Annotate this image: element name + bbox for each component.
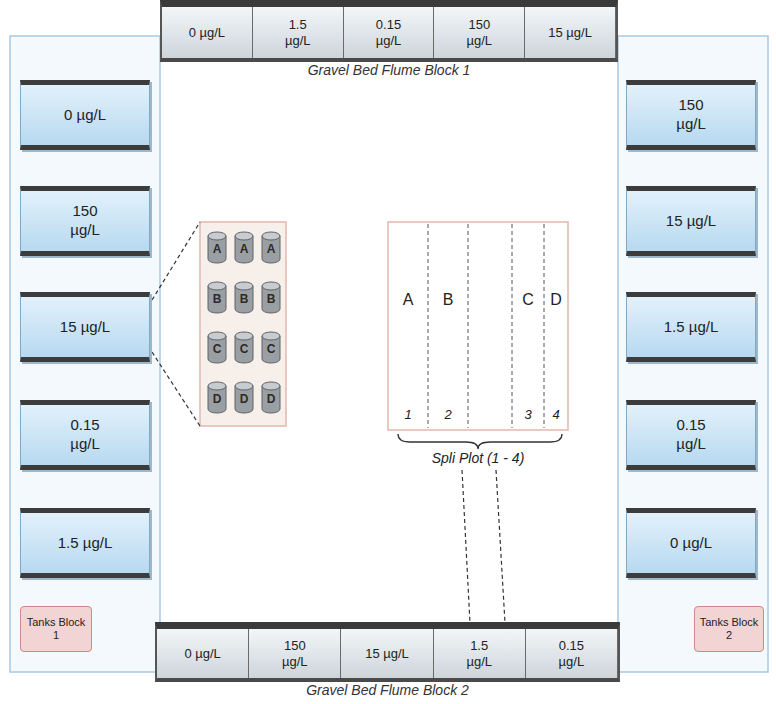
tank-box: 0.15 µg/L (20, 400, 150, 470)
flume-section: 0.15 µg/L (344, 7, 435, 58)
plot-number: 2 (444, 407, 451, 422)
cylinder-pot: B (234, 280, 254, 314)
concentration-label: B (267, 288, 276, 306)
concentration-label: 0 µg/L (64, 106, 106, 125)
plot-number: 3 (524, 407, 531, 422)
zoom-line (496, 470, 505, 623)
inset-box (200, 222, 286, 426)
concentration-label: D (213, 388, 222, 406)
cylinder-pot: D (234, 380, 254, 414)
tank-box: 150 µg/L (20, 186, 150, 256)
plot-number: 1 (404, 407, 411, 422)
concentration-label: 150 µg/L (662, 96, 720, 134)
flume-section: 0 µg/L (162, 7, 253, 58)
split-divider (428, 224, 544, 428)
plot-letter: D (550, 291, 562, 309)
tank-panel (618, 36, 768, 672)
concentration-label: 0.15 µg/L (549, 638, 593, 669)
tank-box: 1.5 µg/L (20, 508, 150, 578)
concentration-label: C (267, 338, 276, 356)
cylinder-pot: A (261, 230, 281, 264)
zoom-line (152, 222, 200, 300)
concentration-label: A (240, 238, 249, 256)
concentration-label: A (213, 238, 222, 256)
concentration-label: 0.15 µg/L (366, 17, 410, 48)
flume-section: 150 µg/L (434, 7, 525, 58)
zoom-line (152, 352, 200, 426)
flume-section: 150 µg/L (249, 629, 341, 678)
concentration-label: 1.5 µg/L (58, 534, 113, 553)
tank-box: 0.15 µg/L (626, 400, 756, 470)
concentration-label: 150 µg/L (56, 202, 114, 240)
tank-box: 0 µg/L (20, 80, 150, 150)
cylinder-pot: C (234, 330, 254, 364)
tank-box: 1.5 µg/L (626, 292, 756, 362)
concentration-label: Tanks Block 1 (26, 616, 86, 642)
flume-section: 0.15 µg/L (526, 629, 618, 678)
flume-section: 15 µg/L (341, 629, 433, 678)
concentration-label: Tanks Block 2 (699, 616, 759, 642)
concentration-label: 0 µg/L (670, 534, 712, 553)
brace (398, 434, 562, 449)
concentration-label: D (240, 388, 249, 406)
cylinder-pot: B (261, 280, 281, 314)
flume-section: 1.5 µg/L (434, 629, 526, 678)
cylinder-pot: C (207, 330, 227, 364)
concentration-label: 0.15 µg/L (56, 416, 114, 454)
flume-block: Gravel Bed Flume Block 10 µg/L1.5 µg/L0.… (160, 0, 618, 62)
concentration-label: 15 µg/L (548, 25, 592, 41)
concentration-label: B (240, 288, 249, 306)
concentration-label: 1.5 µg/L (276, 17, 320, 48)
plot-letter: A (403, 291, 414, 309)
concentration-label: 1.5 µg/L (457, 638, 501, 669)
zoom-line (462, 470, 470, 623)
concentration-label: 0 µg/L (189, 25, 225, 41)
flume-section: 15 µg/L (525, 7, 616, 58)
tank-box: 15 µg/L (20, 292, 150, 362)
cylinder-pot: C (261, 330, 281, 364)
concentration-label: D (267, 388, 276, 406)
concentration-label: A (267, 238, 276, 256)
flume-title: Gravel Bed Flume Block 2 (117, 682, 658, 698)
flume-block: Gravel Bed Flume Block 20 µg/L150 µg/L15… (155, 622, 620, 682)
cylinder-pot: A (234, 230, 254, 264)
plot-caption: Spli Plot (1 - 4) (432, 450, 525, 466)
cylinder-pot: D (207, 380, 227, 414)
tank-box: 0 µg/L (626, 508, 756, 578)
cylinder-pot: B (207, 280, 227, 314)
flume-title: Gravel Bed Flume Block 1 (122, 62, 656, 78)
block-tag: Tanks Block 1 (20, 606, 92, 652)
tank-box: 15 µg/L (626, 186, 756, 256)
tank-box: 150 µg/L (626, 80, 756, 150)
split-plot-box (388, 222, 568, 430)
concentration-label: C (213, 338, 222, 356)
flume-section: 1.5 µg/L (253, 7, 344, 58)
cylinder-pot: D (261, 380, 281, 414)
concentration-label: 150 µg/L (273, 638, 317, 669)
concentration-label: 15 µg/L (365, 646, 409, 662)
concentration-label: B (213, 288, 222, 306)
plot-letter: C (522, 291, 534, 309)
flume-section: 0 µg/L (157, 629, 249, 678)
concentration-label: 0 µg/L (184, 646, 220, 662)
concentration-label: 0.15 µg/L (662, 416, 720, 454)
tank-panel (10, 36, 160, 672)
concentration-label: 1.5 µg/L (664, 318, 719, 337)
plot-letter: B (443, 291, 454, 309)
cylinder-pot: A (207, 230, 227, 264)
concentration-label: 15 µg/L (666, 212, 716, 231)
plot-number: 4 (552, 407, 559, 422)
concentration-label: C (240, 338, 249, 356)
block-tag: Tanks Block 2 (694, 606, 764, 652)
concentration-label: 15 µg/L (60, 318, 110, 337)
concentration-label: 150 µg/L (457, 17, 501, 48)
